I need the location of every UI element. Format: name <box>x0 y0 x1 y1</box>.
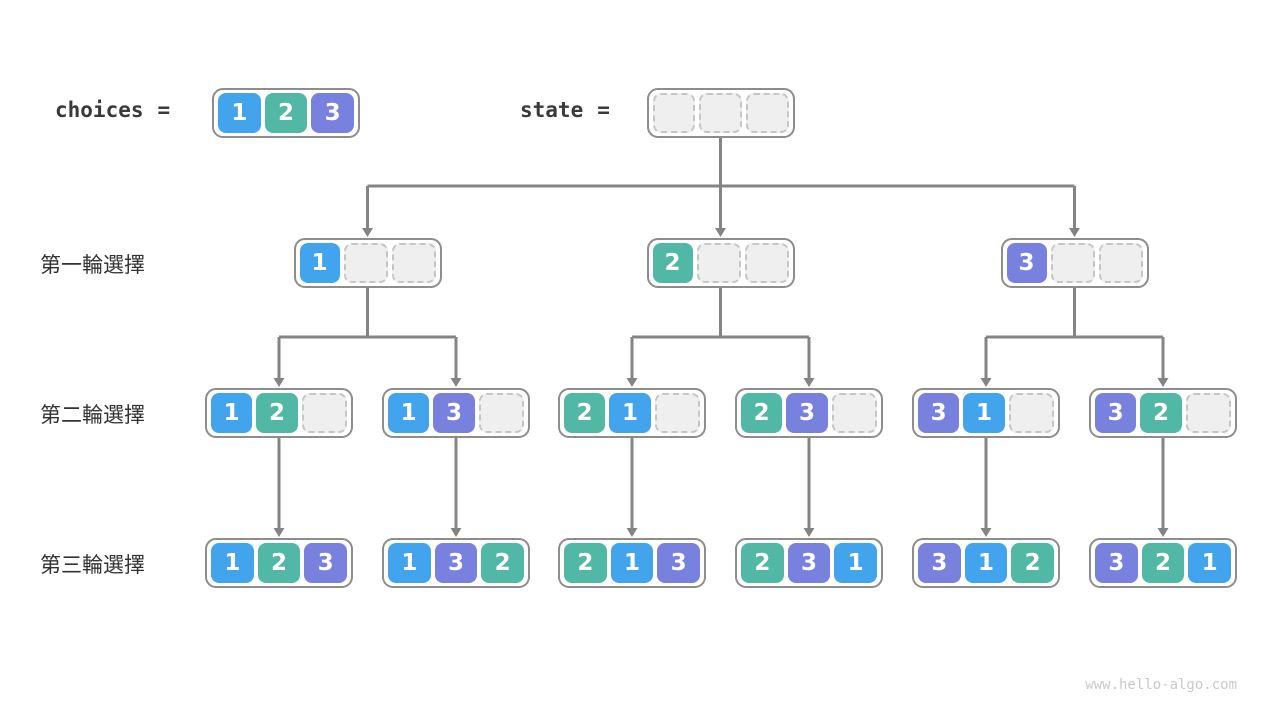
choices-expression: choices = <box>55 98 170 122</box>
empty-cell <box>696 243 741 283</box>
arrowhead-icon <box>273 378 285 387</box>
state-expression: state = <box>520 98 610 122</box>
value-cell-1: 1 <box>964 543 1008 583</box>
value-cell-2: 2 <box>564 393 606 433</box>
empty-cell <box>391 243 436 283</box>
value-cell-2: 2 <box>741 393 783 433</box>
value-cell-3: 3 <box>918 543 961 583</box>
value-cell-2: 2 <box>564 543 607 583</box>
value-cell-1: 1 <box>211 393 253 433</box>
empty-cell <box>745 93 789 133</box>
value-cell-3: 3 <box>1095 543 1138 583</box>
value-cell-3: 3 <box>304 543 348 583</box>
state-label: state <box>520 98 584 122</box>
empty-cell <box>744 243 789 283</box>
empty-cell <box>652 93 696 133</box>
value-cell-1: 1 <box>609 393 651 433</box>
level1-node-3: 3 <box>1000 238 1149 288</box>
value-cell-2: 2 <box>256 393 298 433</box>
value-cell-1: 1 <box>834 543 878 583</box>
value-cell-3: 3 <box>918 393 960 433</box>
arrowhead-icon <box>803 528 815 537</box>
row-label-round-1: 第一輪選擇 <box>40 254 145 277</box>
choices-label: choices <box>55 98 144 122</box>
state-array <box>646 88 795 138</box>
empty-cell <box>699 93 742 133</box>
value-cell-1: 1 <box>299 243 340 283</box>
value-cell-2: 2 <box>481 543 525 583</box>
arrowhead-icon <box>715 228 726 237</box>
value-cell-2: 2 <box>1141 543 1185 583</box>
value-cell-3: 3 <box>657 543 701 583</box>
connector-lines <box>277 138 1165 529</box>
arrowhead-icon <box>626 378 638 387</box>
value-cell-1: 1 <box>388 543 431 583</box>
value-cell-3: 3 <box>1006 243 1047 283</box>
empty-cell <box>1050 243 1095 283</box>
arrowhead-icon <box>980 528 992 537</box>
row-label-round-2: 第二輪選擇 <box>40 404 145 427</box>
arrowhead-icon <box>273 528 285 537</box>
value-cell-3: 3 <box>311 93 355 133</box>
value-cell-1: 1 <box>388 393 430 433</box>
value-cell-1: 1 <box>1188 543 1232 583</box>
value-cell-3: 3 <box>434 543 478 583</box>
value-cell-3: 3 <box>1095 393 1137 433</box>
arrowhead-icon <box>450 378 462 387</box>
value-cell-1: 1 <box>218 93 261 133</box>
empty-cell <box>478 393 524 433</box>
empty-cell <box>1098 243 1143 283</box>
arrowhead-icon <box>1157 528 1169 537</box>
arrowhead-icon <box>1157 378 1169 387</box>
row-label-round-3: 第三輪選擇 <box>40 554 145 577</box>
value-cell-3: 3 <box>786 393 828 433</box>
empty-cell <box>654 393 700 433</box>
value-cell-2: 2 <box>1140 393 1182 433</box>
value-cell-2: 2 <box>652 243 693 283</box>
empty-cell <box>1185 393 1231 433</box>
value-cell-2: 2 <box>1011 543 1055 583</box>
arrowhead-icon <box>980 378 992 387</box>
arrowhead-icon <box>450 528 462 537</box>
empty-cell <box>301 393 347 433</box>
value-cell-3: 3 <box>787 543 831 583</box>
equals-sign: = <box>157 98 171 122</box>
value-cell-1: 1 <box>963 393 1005 433</box>
level1-node-1: 1 <box>293 238 442 288</box>
arrowhead-icon <box>362 228 373 237</box>
arrowhead-icon <box>803 378 815 387</box>
empty-cell <box>343 243 388 283</box>
value-cell-1: 1 <box>610 543 654 583</box>
arrowhead-icon <box>1069 228 1080 237</box>
equals-sign: = <box>597 98 610 122</box>
value-cell-3: 3 <box>433 393 475 433</box>
value-cell-2: 2 <box>264 93 308 133</box>
empty-cell <box>1008 393 1054 433</box>
level1-node-2: 2 <box>646 238 795 288</box>
value-cell-1: 1 <box>211 543 254 583</box>
watermark: www.hello-algo.com <box>1085 677 1237 693</box>
value-cell-2: 2 <box>257 543 301 583</box>
empty-cell <box>831 393 877 433</box>
value-cell-2: 2 <box>741 543 784 583</box>
arrowhead-icon <box>626 528 638 537</box>
